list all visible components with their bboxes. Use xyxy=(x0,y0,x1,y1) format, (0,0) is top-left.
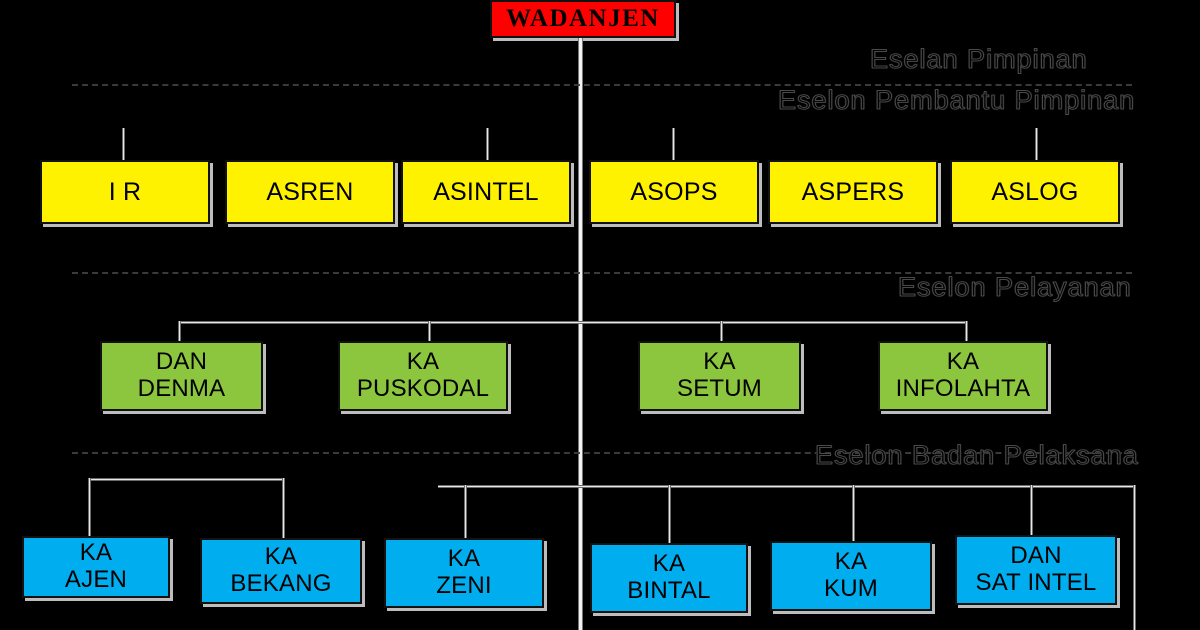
stub-ka-infolahta xyxy=(965,321,968,343)
band-label-pimpinan: Eselan Pimpinan xyxy=(870,44,1088,75)
node-dan-denma[interactable]: DAN DENMA xyxy=(100,341,263,411)
stub-asintel xyxy=(486,128,489,160)
band-label-badan-pelaksana: Eselon Badan Pelaksana xyxy=(815,440,1139,471)
node-ka-bintal-label: KA BINTAL xyxy=(627,550,711,604)
node-dan-sat-intel[interactable]: DAN SAT INTEL xyxy=(955,535,1117,605)
node-ka-ajen-label: KA AJEN xyxy=(64,539,128,593)
node-asren-label: ASREN xyxy=(266,178,354,206)
bus-executive-mid xyxy=(438,485,582,488)
stub-dan-sat-intel xyxy=(1030,485,1033,535)
node-asren[interactable]: ASREN xyxy=(225,160,395,224)
node-ka-setum[interactable]: KA SETUM xyxy=(638,341,801,411)
divider-badan-pelaksana xyxy=(72,452,1132,454)
stub-ka-zeni xyxy=(464,485,467,538)
node-dan-denma-label: DAN DENMA xyxy=(137,348,226,402)
node-asops[interactable]: ASOPS xyxy=(589,160,759,224)
bus-executive-right xyxy=(578,485,1136,488)
node-asintel[interactable]: ASINTEL xyxy=(401,160,571,224)
node-ka-bintal[interactable]: KA BINTAL xyxy=(590,543,748,613)
node-ka-setum-label: KA SETUM xyxy=(677,348,762,402)
node-ir[interactable]: I R xyxy=(40,160,210,224)
node-aspers-label: ASPERS xyxy=(801,178,905,206)
node-ka-ajen[interactable]: KA AJEN xyxy=(22,536,170,598)
node-ka-bekang[interactable]: KA BEKANG xyxy=(200,538,362,604)
node-ka-infolahta[interactable]: KA INFOLAHTA xyxy=(878,341,1048,411)
divider-pimpinan xyxy=(72,84,1132,86)
stub-ka-puskodal xyxy=(428,321,431,343)
node-ka-puskodal-label: KA PUSKODAL xyxy=(356,348,490,402)
stub-ir xyxy=(122,128,125,160)
bus-service-left xyxy=(178,321,582,324)
central-trunk xyxy=(578,38,583,630)
stub-ka-ajen xyxy=(88,478,91,536)
node-asops-label: ASOPS xyxy=(630,178,718,206)
stub-executive-far-right xyxy=(1133,485,1136,630)
node-ka-zeni[interactable]: KA ZENI xyxy=(384,538,544,608)
node-dan-sat-intel-label: DAN SAT INTEL xyxy=(975,542,1097,596)
divider-pelayanan xyxy=(72,272,1132,274)
stub-asops xyxy=(672,128,675,160)
bus-service-right xyxy=(578,321,968,324)
node-aslog-label: ASLOG xyxy=(991,178,1079,206)
node-ir-label: I R xyxy=(108,178,142,206)
node-aslog[interactable]: ASLOG xyxy=(950,160,1120,224)
stub-ka-bekang xyxy=(282,478,285,538)
band-label-pelayanan: Eselon Pelayanan xyxy=(898,272,1132,303)
node-ka-puskodal[interactable]: KA PUSKODAL xyxy=(338,341,508,411)
stub-ka-kum xyxy=(852,485,855,541)
node-wadanjen-label: WADANJEN xyxy=(506,5,660,32)
node-wadanjen[interactable]: WADANJEN xyxy=(490,0,676,38)
bus-executive-left xyxy=(88,478,282,481)
node-ka-kum[interactable]: KA KUM xyxy=(770,541,932,611)
node-aspers[interactable]: ASPERS xyxy=(768,160,938,224)
node-ka-infolahta-label: KA INFOLAHTA xyxy=(895,348,1031,402)
stub-aslog xyxy=(1035,128,1038,160)
node-ka-kum-label: KA KUM xyxy=(824,548,878,602)
band-label-pembantu-pimpinan: Eselon Pembantu Pimpinan xyxy=(777,85,1136,116)
node-ka-bekang-label: KA BEKANG xyxy=(230,543,332,597)
stub-ka-bintal xyxy=(668,485,671,543)
node-asintel-label: ASINTEL xyxy=(433,178,539,206)
stub-dan-denma xyxy=(178,321,181,343)
stub-ka-setum xyxy=(720,321,723,343)
node-ka-zeni-label: KA ZENI xyxy=(436,545,492,599)
